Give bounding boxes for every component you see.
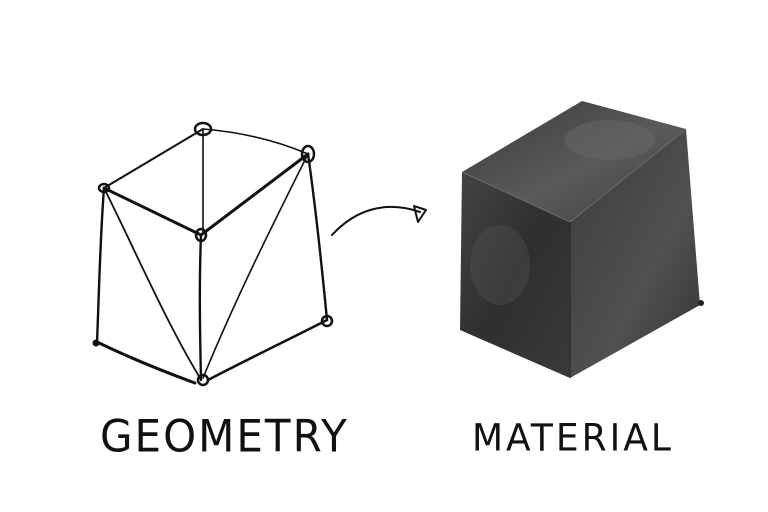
arrow-shaft bbox=[331, 205, 421, 236]
wire-edge bbox=[199, 152, 310, 237]
material-right-face bbox=[570, 129, 700, 378]
material-shaded-cube bbox=[460, 101, 704, 378]
vertex-marker bbox=[196, 373, 210, 387]
wire-edge bbox=[95, 340, 197, 385]
vertex-marker bbox=[193, 121, 213, 137]
vertex-marker bbox=[97, 182, 111, 194]
material-highlight bbox=[470, 225, 530, 305]
vertex-marker bbox=[300, 144, 316, 164]
arrow-head bbox=[413, 205, 427, 223]
wire-edge bbox=[202, 153, 309, 379]
wire-edge bbox=[306, 152, 329, 322]
wire-edge bbox=[95, 186, 106, 344]
vertex-marker bbox=[92, 339, 100, 347]
vertex-marker bbox=[320, 314, 334, 328]
geometry-label: GEOMETRY bbox=[100, 410, 349, 463]
material-left-face bbox=[460, 172, 570, 378]
wire-edge bbox=[103, 187, 201, 379]
wire-edge bbox=[198, 233, 203, 382]
material-highlight bbox=[565, 120, 655, 160]
vertex-marker bbox=[194, 227, 208, 243]
material-label: MATERIAL bbox=[472, 416, 674, 461]
wire-edge bbox=[206, 318, 329, 382]
wire-edge bbox=[103, 128, 204, 189]
wire-edge bbox=[102, 186, 203, 237]
curved-arrow-icon bbox=[331, 205, 427, 236]
material-top-face bbox=[462, 101, 686, 222]
material-corner-dot bbox=[698, 300, 704, 306]
wire-edge bbox=[202, 128, 309, 155]
geometry-wireframe-cube bbox=[92, 121, 334, 387]
